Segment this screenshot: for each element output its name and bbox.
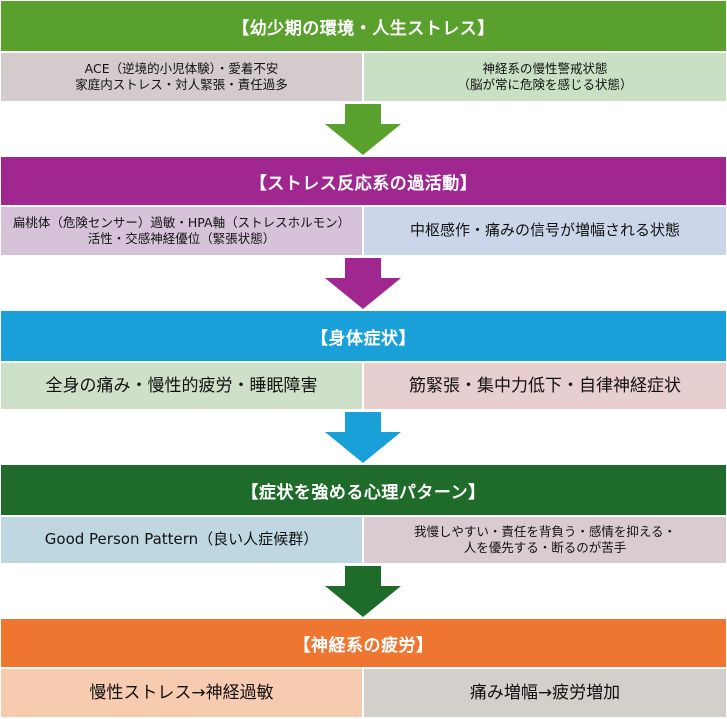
section-5-left-line-1: 慢性ストレス→神経過敏 <box>89 682 274 703</box>
section-2-left-line-1: 扁桃体（危険センサー）過敏・HPA軸（ストレスホルモン） <box>12 214 351 230</box>
section-3-left-box: 全身の痛み・慢性的疲労・睡眠障害 <box>1 363 362 409</box>
section-5-header: 【神経系の疲労】 <box>1 619 726 667</box>
section-3-right-box: 筋緊張・集中力低下・自律神経症状 <box>364 363 726 409</box>
section-1-right-box: 神経系の慢性警戒状態 （脳が常に危険を感じる状態） <box>364 53 726 101</box>
section-2-right-box: 中枢感作・痛みの信号が増幅される状態 <box>364 207 726 255</box>
section-1-header: 【幼少期の環境・人生ストレス】 <box>1 1 726 51</box>
section-1-right-line-1: 神経系の慢性警戒状態 <box>482 60 608 76</box>
section-2-left-box: 扁桃体（危険センサー）過敏・HPA軸（ストレスホルモン） 活性・交感神経優位（緊… <box>1 207 362 255</box>
section-2-right-line-1: 中枢感作・痛みの信号が増幅される状態 <box>409 221 680 240</box>
section-1-left-line-1: ACE（逆境的小児体験）・愛着不安 <box>84 60 279 76</box>
section-1-left-line-2: 家庭内ストレス・対人緊張・責任過多 <box>75 77 288 92</box>
section-4-left-box: Good Person Pattern（良い人症候群） <box>1 517 362 563</box>
section-3-header: 【身体症状】 <box>1 311 726 361</box>
section-2-left-line-2: 活性・交感神経優位（緊張状態） <box>87 231 276 246</box>
section-4-right-box: 我慢しやすい・責任を背負う・感情を抑える・ 人を優先する・断るのが苦手 <box>364 517 726 563</box>
section-3-left-line-1: 全身の痛み・慢性的疲労・睡眠障害 <box>45 375 318 396</box>
section-4-right-line-1: 我慢しやすい・責任を背負う・感情を抑える・ <box>413 523 676 539</box>
section-1-left-box: ACE（逆境的小児体験）・愛着不安 家庭内ストレス・対人緊張・責任過多 <box>1 53 362 101</box>
section-4-header: 【症状を強める心理パターン】 <box>1 465 726 515</box>
section-5-right-line-1: 痛み増幅→疲労増加 <box>469 682 621 703</box>
section-2-header: 【ストレス反応系の過活動】 <box>1 157 726 205</box>
section-4-left-line-1: Good Person Pattern（良い人症候群） <box>44 530 319 549</box>
down-arrow-1 <box>325 104 401 155</box>
down-arrow-3 <box>325 412 401 463</box>
section-5-right-box: 痛み増幅→疲労増加 <box>364 669 726 717</box>
down-arrow-4 <box>325 566 401 617</box>
section-3-right-line-1: 筋緊張・集中力低下・自律神経症状 <box>409 375 681 396</box>
section-4-right-line-2: 人を優先する・断るのが苦手 <box>463 540 627 555</box>
section-5-left-box: 慢性ストレス→神経過敏 <box>1 669 362 717</box>
section-1-right-line-2: （脳が常に危険を感じる状態） <box>457 77 633 92</box>
down-arrow-2 <box>325 258 401 309</box>
